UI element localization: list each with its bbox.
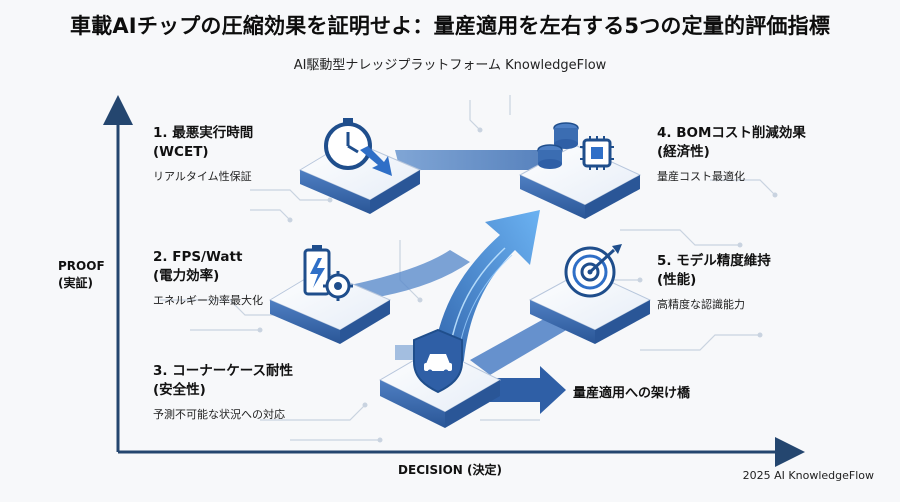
metric-title: 5. モデル精度維持 (性能)	[657, 252, 771, 290]
page-subtitle: AI駆動型ナレッジプラットフォーム KnowledgeFlow	[293, 58, 607, 73]
metric-bom-cost: 4. BOMコスト削減効果 (経済性) 量産コスト最適化	[657, 124, 806, 184]
metric-wcet: 1. 最悪実行時間 (WCET) リアルタイム性保証	[153, 124, 253, 184]
metric-corner-case: 3. コーナーケース耐性 (安全性) 予測不可能な状況への対応	[153, 362, 293, 422]
y-axis-label-line2: (実証)	[58, 276, 93, 290]
metric-desc: 予測不可能な状況への対応	[153, 408, 285, 421]
stopwatch-icon	[324, 118, 392, 176]
metric-title-line1: 2. FPS/Watt	[153, 249, 243, 265]
metric-title-line2: (電力効率)	[153, 268, 220, 284]
metric-desc: 量産コスト最適化	[657, 170, 745, 183]
tile-fps-watt	[268, 269, 392, 344]
metric-title: 2. FPS/Watt (電力効率)	[153, 248, 263, 286]
footer-credit: 2025 AI KnowledgeFlow	[742, 469, 874, 482]
metric-desc: エネルギー効率最大化	[153, 294, 263, 307]
bridge-label: 量産適用への架け橋	[573, 386, 691, 401]
metric-title-line2: (安全性)	[153, 382, 206, 398]
metric-desc: 高精度な認識能力	[657, 298, 745, 311]
coins-chip-icon	[537, 122, 614, 170]
metric-title-line2: (WCET)	[153, 144, 209, 160]
metric-accuracy: 5. モデル精度維持 (性能) 高精度な認識能力	[657, 252, 771, 312]
metric-title-line1: 3. コーナーケース耐性	[153, 363, 294, 379]
circuit-traces	[160, 95, 776, 441]
y-axis-label-line1: PROOF	[58, 259, 105, 273]
metric-title-line1: 5. モデル精度維持	[657, 253, 771, 269]
metric-title: 1. 最悪実行時間 (WCET)	[153, 124, 253, 162]
metric-fps-watt: 2. FPS/Watt (電力効率) エネルギー効率最大化	[153, 248, 263, 308]
metric-title: 3. コーナーケース耐性 (安全性)	[153, 362, 293, 400]
battery-gear-icon	[303, 245, 353, 301]
tile-accuracy	[528, 269, 652, 344]
metric-title-line1: 4. BOMコスト削減効果	[657, 125, 806, 141]
bridge-arrow	[490, 366, 566, 414]
metric-desc: リアルタイム性保証	[153, 170, 252, 183]
car-shield-icon	[413, 328, 463, 394]
page-title: 車載AIチップの圧縮効果を証明せよ：量産適用を左右する5つの定量的評価指標	[69, 14, 831, 38]
metric-title: 4. BOMコスト削減効果 (経済性)	[657, 124, 806, 162]
target-icon	[564, 244, 622, 298]
metric-title-line2: (経済性)	[657, 144, 710, 160]
metric-title-line2: (性能)	[657, 272, 697, 288]
metric-title-line1: 1. 最悪実行時間	[153, 125, 254, 141]
y-axis-label: PROOF (実証)	[58, 258, 128, 292]
x-axis-label: DECISION (決定)	[398, 463, 502, 477]
